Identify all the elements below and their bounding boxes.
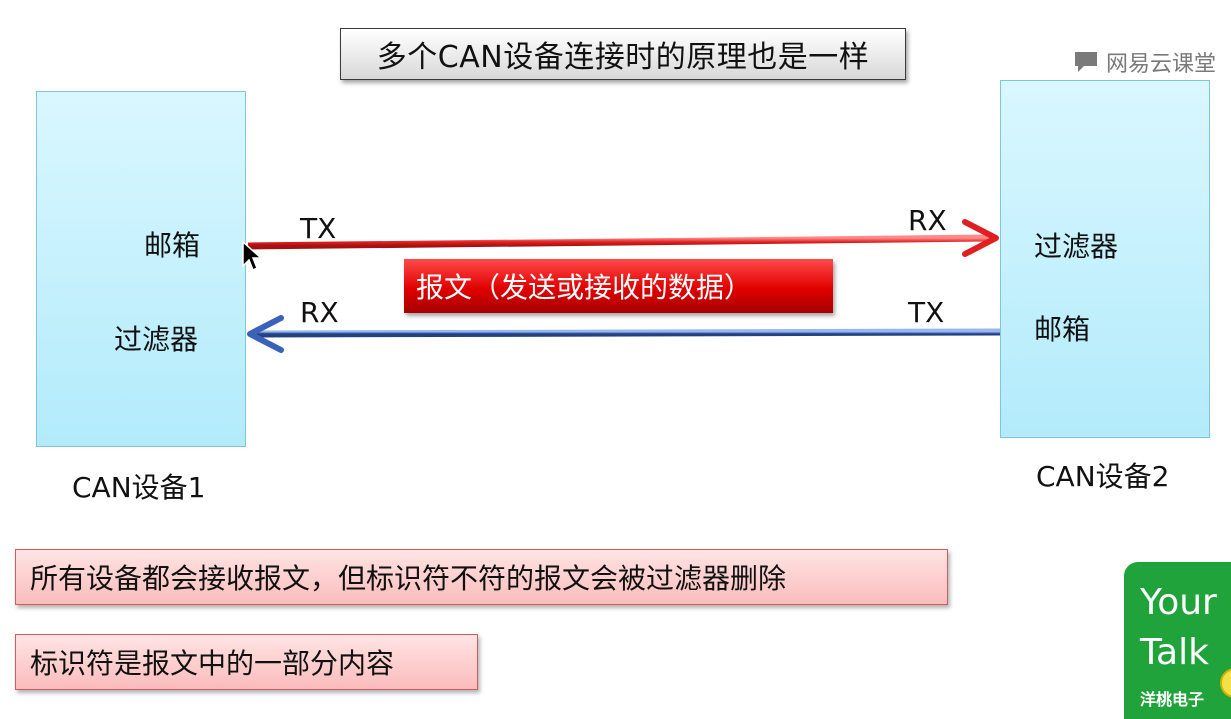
chat-bubble-icon [1075, 52, 1097, 72]
note-identifier-part: 标识符是报文中的一部分内容 [15, 634, 478, 690]
logo-subtitle: 洋桃电子 [1140, 690, 1205, 709]
message-label: 报文（发送或接收的数据） [404, 259, 833, 313]
logo-line-2: Talk [1140, 632, 1209, 673]
note-all-devices-receive: 所有设备都会接收报文，但标识符不符的报文会被过滤器删除 [15, 549, 948, 605]
device-2-name: CAN设备2 [1036, 460, 1170, 493]
bottom-arrow-rx-label: RX [300, 296, 339, 329]
bottom-arrow [247, 315, 1001, 353]
top-arrow [247, 219, 999, 257]
mouse-cursor-icon [242, 240, 263, 272]
watermark-text: 网易云课堂 [1106, 52, 1217, 77]
top-arrow-tx-label: TX [300, 212, 337, 245]
device-1-mailbox-label: 邮箱 [144, 229, 201, 262]
can-device-1-box [36, 91, 246, 447]
can-device-2-box [1000, 80, 1210, 438]
top-arrow-rx-label: RX [908, 204, 947, 237]
device-2-mailbox-label: 邮箱 [1034, 313, 1091, 346]
device-2-filter-label: 过滤器 [1034, 230, 1119, 263]
logo-line-1: Your [1140, 582, 1217, 623]
logo-emblem-icon [1220, 668, 1231, 698]
slide-title: 多个CAN设备连接时的原理也是一样 [340, 28, 906, 80]
device-1-name: CAN设备1 [72, 471, 206, 504]
watermark: 网易云课堂 [1072, 46, 1216, 78]
device-1-filter-label: 过滤器 [114, 323, 199, 356]
brand-logo: Your Talk 洋桃电子 [1124, 562, 1231, 719]
bottom-arrow-tx-label: TX [908, 296, 945, 329]
